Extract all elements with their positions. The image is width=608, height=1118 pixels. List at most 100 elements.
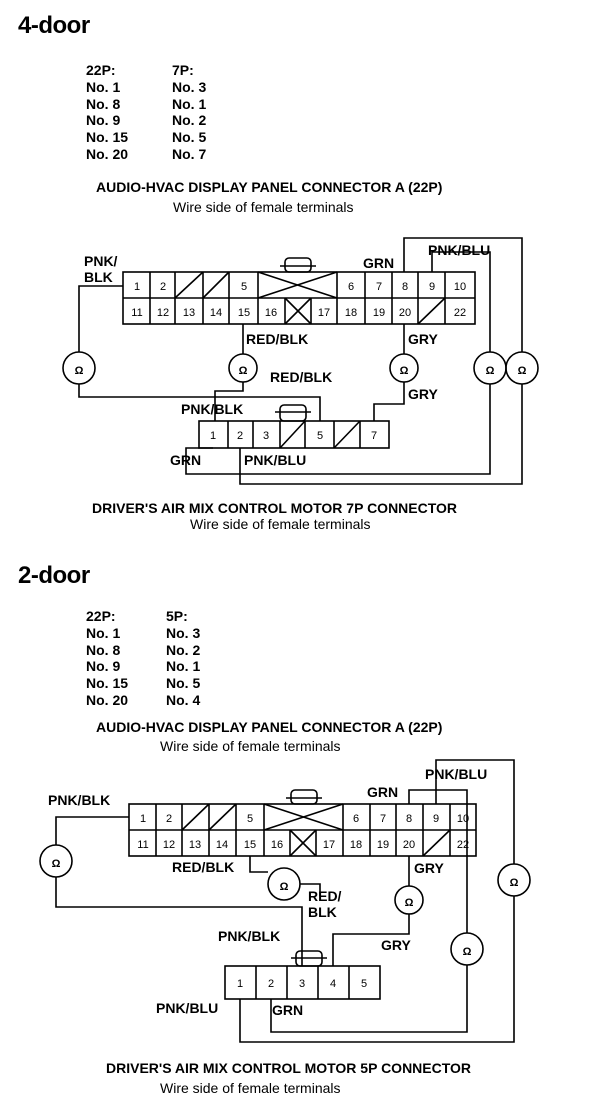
wire-label: BLK <box>84 269 113 285</box>
pin-number: 11 <box>131 307 142 319</box>
pin-number: 20 <box>403 839 415 851</box>
four-door-7p-pin-numbers: 1 2 3 5 7 <box>210 430 377 442</box>
two-door-22p-column: 22P: No. 1 No. 8 No. 9 No. 15 No. 20 <box>86 608 128 709</box>
wire-label: BLK <box>308 904 337 920</box>
pin-number: 16 <box>265 307 277 319</box>
pin-number: 8 <box>402 281 408 293</box>
pin-entry: No. 5 <box>166 675 201 692</box>
wire-label: GRY <box>408 331 438 347</box>
four-door-motor-subtitle: Wire side of female terminals <box>190 516 371 532</box>
pin-number: 11 <box>137 839 148 851</box>
four-door-22p-connector <box>122 257 476 325</box>
pin-number: 19 <box>377 839 389 851</box>
pin-number: 6 <box>348 281 354 293</box>
wire-label: GRN <box>170 452 202 468</box>
pin-number: 19 <box>373 307 385 319</box>
pin-number: 1 <box>140 813 146 825</box>
pin-number: 12 <box>163 839 175 851</box>
wire-label: PNK/BLK <box>48 792 111 808</box>
pin-entry: No. 2 <box>172 112 207 129</box>
wire-label: PNK/BLK <box>218 928 281 944</box>
column-header: 5P: <box>166 608 188 624</box>
ohm-icon: Ω <box>518 365 527 377</box>
wire-label: PNK/ <box>84 253 118 269</box>
pin-number: 5 <box>247 813 253 825</box>
four-door-7p-column: 7P: No. 3 No. 1 No. 2 No. 5 No. 7 <box>172 62 206 163</box>
pin-entry: No. 1 <box>86 78 121 95</box>
pin-number: 1 <box>134 281 140 293</box>
wire-label: PNK/BLU <box>425 766 488 782</box>
four-door-panel-subtitle: Wire side of female terminals <box>173 199 354 215</box>
four-door-7p-connector <box>198 404 390 449</box>
wire-label: RED/BLK <box>172 859 235 875</box>
pin-entry: No. 9 <box>86 658 121 675</box>
pin-entry: No. 2 <box>166 641 201 658</box>
pin-number: 20 <box>399 307 411 319</box>
pin-number: 17 <box>318 307 330 319</box>
pin-number: 5 <box>361 978 367 990</box>
pin-number: 14 <box>210 307 222 319</box>
pin-entry: No. 15 <box>86 129 129 146</box>
pin-entry: No. 8 <box>86 95 121 112</box>
pin-number: 2 <box>160 281 166 293</box>
pin-number: 10 <box>454 281 466 293</box>
pin-number: 5 <box>241 281 247 293</box>
wire-label: RED/BLK <box>246 331 309 347</box>
ohm-icon: Ω <box>486 365 495 377</box>
wire-label: PNK/BLU <box>244 452 307 468</box>
four-door-22p-pin-numbers: 1 2 5 6 7 8 9 10 11 12 13 14 15 16 17 18… <box>131 281 466 319</box>
pin-number: 2 <box>166 813 172 825</box>
pin-number: 17 <box>323 839 335 851</box>
pin-entry: No. 3 <box>172 78 207 95</box>
ohm-icon: Ω <box>400 365 409 377</box>
two-door-5p-pin-numbers: 1 2 3 4 5 <box>237 978 367 990</box>
wire-label: GRY <box>408 386 438 402</box>
wire-label: RED/ <box>308 888 342 904</box>
pin-entry: No. 8 <box>86 641 121 658</box>
wire-label: PNK/BLK <box>181 401 244 417</box>
four-door-motor-title: DRIVER'S AIR MIX CONTROL MOTOR 7P CONNEC… <box>92 500 458 516</box>
four-door-panel-title: AUDIO-HVAC DISPLAY PANEL CONNECTOR A (22… <box>96 179 443 195</box>
ohm-symbols: Ω Ω Ω Ω Ω Ω Ω Ω Ω Ω <box>52 365 527 958</box>
pin-number: 3 <box>299 978 305 990</box>
wire-label: GRN <box>367 784 399 800</box>
pin-number: 9 <box>433 813 439 825</box>
two-door-motor-title: DRIVER'S AIR MIX CONTROL MOTOR 5P CONNEC… <box>106 1060 472 1076</box>
two-door-heading: 2-door <box>18 562 90 589</box>
wire-label: PNK/BLU <box>156 1000 219 1016</box>
pin-number: 13 <box>183 307 195 319</box>
pin-entry: No. 3 <box>166 624 201 641</box>
two-door-panel-subtitle: Wire side of female terminals <box>160 738 341 754</box>
pin-entry: No. 20 <box>86 691 129 708</box>
ohm-icon: Ω <box>280 881 289 893</box>
pin-entry: No. 20 <box>86 145 129 162</box>
pin-number: 1 <box>210 430 216 442</box>
pin-entry: No. 1 <box>166 658 201 675</box>
pin-number: 16 <box>271 839 283 851</box>
two-door-motor-subtitle: Wire side of female terminals <box>160 1080 341 1096</box>
pin-number: 22 <box>457 839 469 851</box>
four-door-22p-column: 22P: No. 1 No. 8 No. 9 No. 15 No. 20 <box>86 62 128 163</box>
pin-number: 1 <box>237 978 243 990</box>
pin-entry: No. 7 <box>172 145 207 162</box>
wire-label: GRN <box>363 255 395 271</box>
two-door-panel-title: AUDIO-HVAC DISPLAY PANEL CONNECTOR A (22… <box>96 719 443 735</box>
ohm-icon: Ω <box>52 858 61 870</box>
two-door-22p-pin-numbers: 1 2 5 6 7 8 9 10 11 12 13 14 15 16 17 18… <box>137 813 469 851</box>
pin-number: 10 <box>457 813 469 825</box>
column-header: 22P: <box>86 62 116 78</box>
pin-number: 5 <box>317 430 323 442</box>
pin-entry: No. 1 <box>172 95 207 112</box>
pin-number: 7 <box>380 813 386 825</box>
pin-entry: No. 4 <box>166 691 201 708</box>
ohm-icon: Ω <box>405 897 414 909</box>
pin-number: 7 <box>371 430 377 442</box>
wire-label: RED/BLK <box>270 369 333 385</box>
four-door-wires <box>78 237 523 485</box>
pin-number: 2 <box>237 430 243 442</box>
pin-entry: No. 5 <box>172 129 207 146</box>
two-door-wires <box>55 759 515 1043</box>
wire-label: GRY <box>381 937 411 953</box>
pin-number: 13 <box>189 839 201 851</box>
